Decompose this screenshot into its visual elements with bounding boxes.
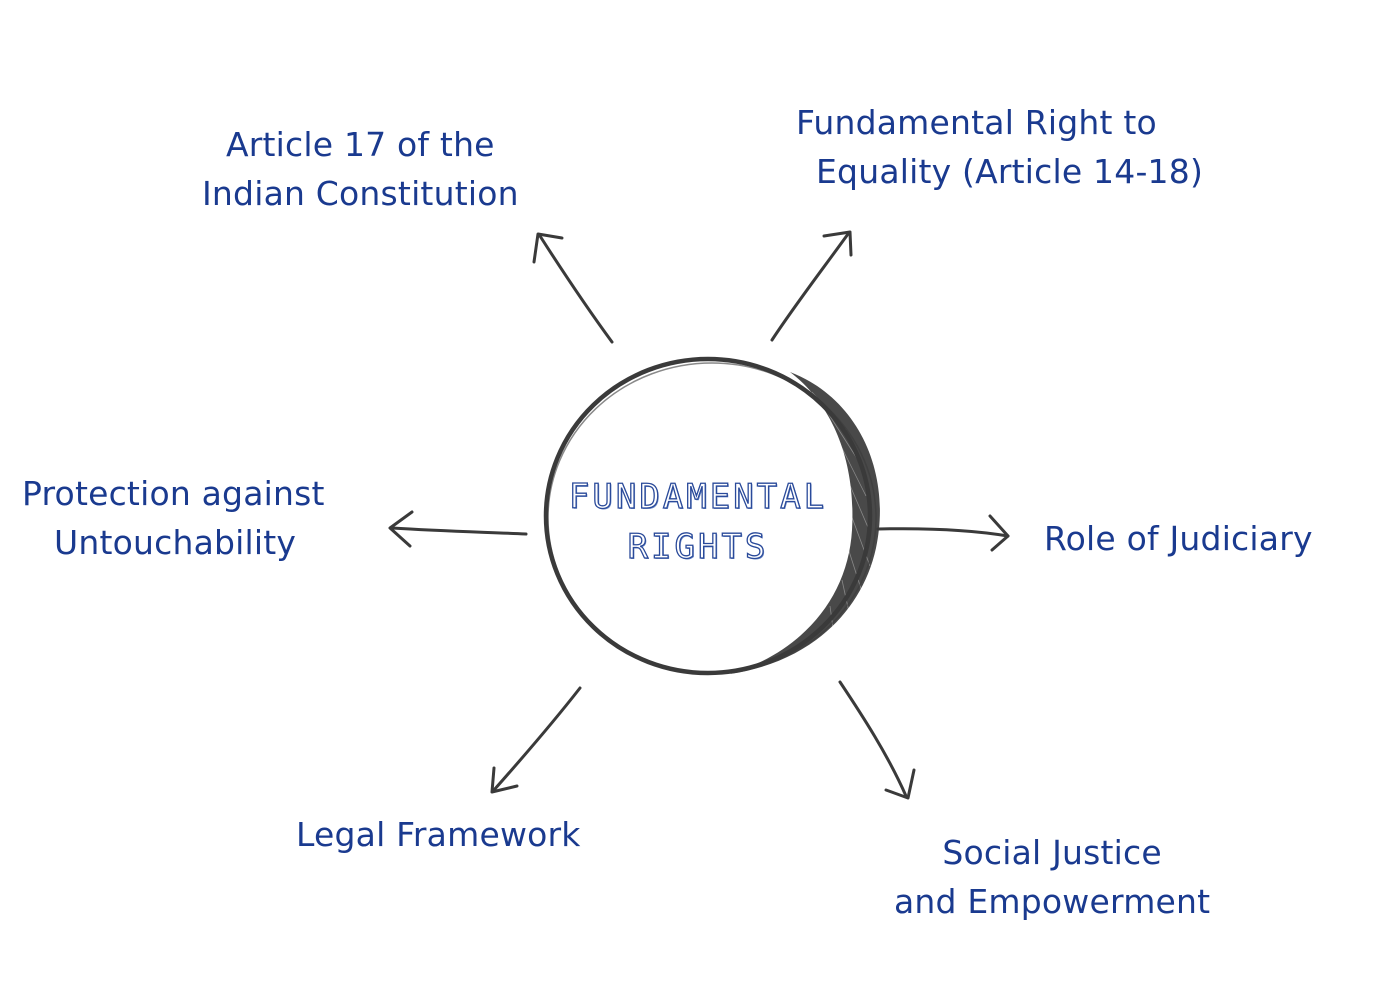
arrow-to-judiciary [876, 514, 1010, 552]
node-equality: Fundamental Right to Equality (Article 1… [796, 98, 1203, 196]
node-article17-line2: Indian Constitution [202, 174, 519, 213]
node-article17-line1: Article 17 of the [226, 125, 495, 164]
node-protection-line2: Untouchability [54, 523, 297, 562]
center-circle-shadow [730, 372, 880, 674]
node-social: Social Justice and Empowerment [894, 828, 1210, 926]
arrow-to-equality [770, 230, 853, 342]
arrow-to-social [838, 680, 916, 800]
node-social-line1: Social Justice [942, 833, 1162, 872]
node-judiciary-line1: Role of Judiciary [1044, 519, 1313, 558]
center-circle-outline-sketch [547, 362, 877, 674]
node-equality-line1: Fundamental Right to [796, 103, 1157, 142]
center-title-line2: RIGHTS [627, 526, 769, 567]
node-legal-line1: Legal Framework [296, 815, 581, 854]
center-circle [543, 356, 880, 676]
arrow-to-protection [388, 510, 528, 548]
arrow-to-article17 [532, 232, 614, 344]
node-protection-line1: Protection against [22, 474, 325, 513]
arrow-to-legal [490, 686, 582, 794]
node-legal: Legal Framework [296, 810, 581, 859]
node-protection: Protection against Untouchability [22, 469, 325, 567]
arrows [388, 230, 1010, 800]
center-title-line1: FUNDAMENTAL [568, 476, 828, 517]
node-equality-line2: Equality (Article 14-18) [816, 152, 1204, 191]
node-social-line2: and Empowerment [894, 882, 1211, 921]
node-article17: Article 17 of the Indian Constitution [202, 120, 519, 218]
center-title: FUNDAMENTAL RIGHTS [548, 472, 848, 572]
node-judiciary: Role of Judiciary [1044, 514, 1313, 563]
